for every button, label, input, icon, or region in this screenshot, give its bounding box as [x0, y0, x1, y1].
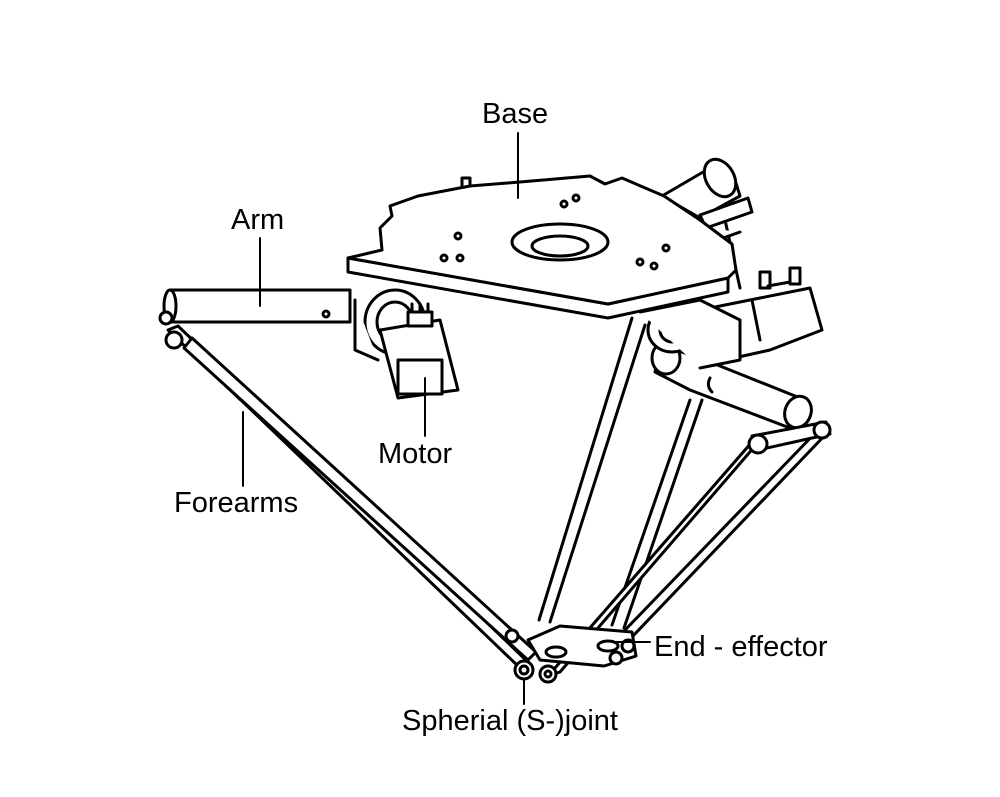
label-forearms: Forearms: [174, 487, 299, 519]
arm-left: [162, 288, 352, 324]
label-motor: Motor: [378, 438, 453, 470]
motor-front: [353, 288, 460, 400]
right-motor-mount: [638, 298, 742, 370]
label-spherical-joint: Spherial (S-)joint: [402, 705, 618, 737]
end-effector: [504, 624, 638, 668]
leader-lines: [242, 132, 651, 705]
label-arm: Arm: [231, 204, 285, 236]
label-base: Base: [482, 98, 549, 130]
label-end-effector: End - effector: [654, 631, 828, 663]
base-plate: [346, 174, 738, 320]
forearms-right: [538, 420, 832, 684]
